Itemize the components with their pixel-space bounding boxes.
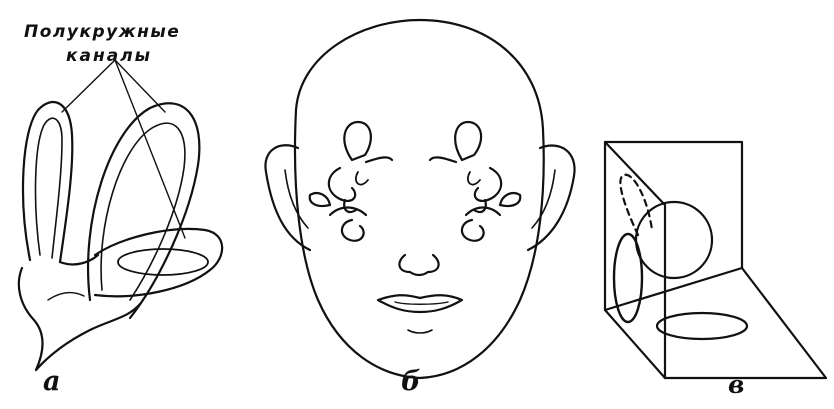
right-labyrinth [430,122,520,241]
panel-label-b: б [401,366,421,397]
face-drawing [265,20,574,378]
label-pointer-line [115,60,185,238]
planes-drawing [605,142,826,378]
left-labyrinth [310,122,392,241]
lateral-canal [95,229,222,296]
left-ear [265,145,310,250]
right-ear [528,146,575,250]
label-pointer-line [62,60,115,112]
panel-label-a: а [43,366,61,397]
anterior-canal [23,102,72,262]
nose [399,255,438,275]
sphere [636,202,712,278]
vestibule [19,255,140,370]
inner-ear-drawing [19,60,222,370]
vertical-ring [614,234,642,322]
head-outline [295,20,544,378]
panel-label-v: в [728,370,744,399]
floor-plane [605,268,826,378]
horizontal-ring [657,313,747,339]
